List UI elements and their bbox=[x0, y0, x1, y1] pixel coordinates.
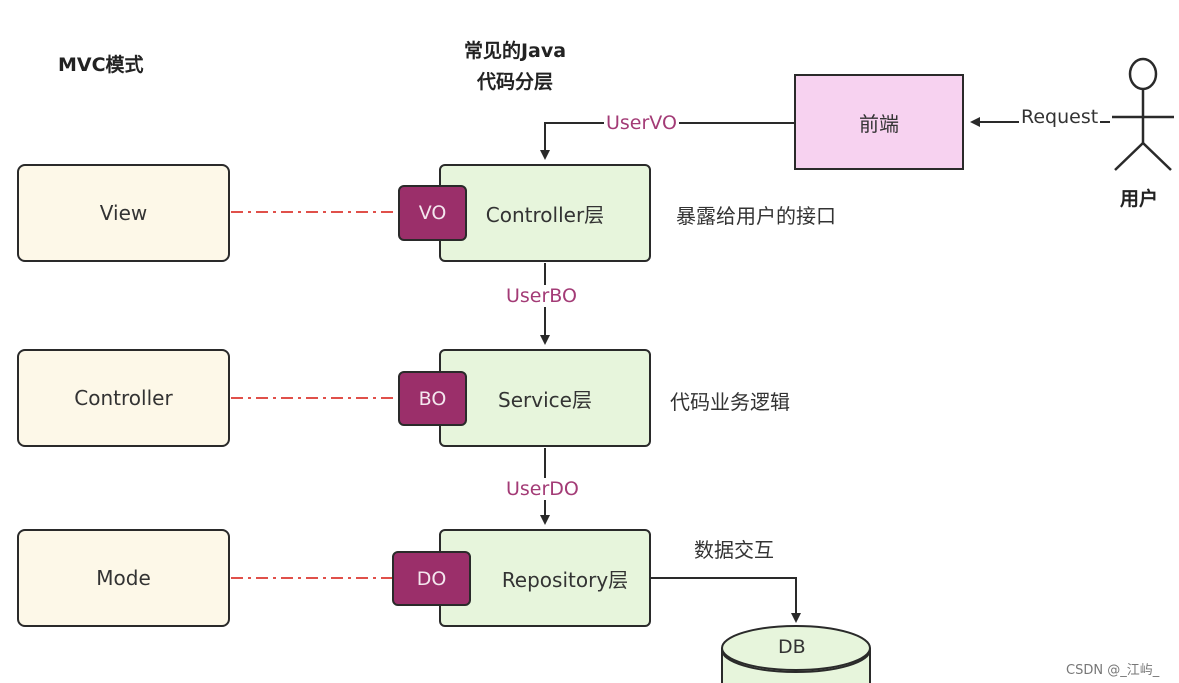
bo-badge: BO bbox=[398, 371, 467, 426]
controller-layer-label: Controller层 bbox=[485, 202, 605, 227]
service-layer-box: Service层 bbox=[439, 349, 651, 447]
watermark: CSDN @_江屿_ bbox=[1066, 663, 1160, 678]
service-layer-desc: 代码业务逻辑 bbox=[670, 390, 790, 414]
controller-layer-desc: 暴露给用户的接口 bbox=[676, 204, 836, 228]
controller-layer-box: Controller层 bbox=[439, 164, 651, 262]
java-layers-heading-line1: 常见的Java bbox=[463, 40, 567, 62]
arrow-frontend-to-controller bbox=[540, 122, 794, 160]
mvc-view-box: View bbox=[17, 164, 230, 262]
request-label: Request bbox=[1019, 106, 1101, 128]
flow-label-uservo: UserVO bbox=[604, 112, 679, 134]
repository-layer-label: Repository层 bbox=[501, 567, 629, 592]
arrow-repository-to-db bbox=[651, 577, 801, 623]
repository-layer-desc: 数据交互 bbox=[694, 538, 774, 562]
frontend-box: 前端 bbox=[794, 74, 964, 170]
flow-label-userdo: UserDO bbox=[504, 478, 581, 500]
repository-layer-box: Repository层 bbox=[439, 529, 651, 627]
mvc-mode-box: Mode bbox=[17, 529, 230, 627]
java-layers-heading-line2: 代码分层 bbox=[476, 71, 553, 93]
mvc-heading: MVC模式 bbox=[58, 54, 144, 76]
user-icon bbox=[1112, 57, 1174, 171]
mvc-controller-box: Controller bbox=[17, 349, 230, 447]
db-label: DB bbox=[778, 636, 806, 658]
java-layers-heading: 常见的Java 代码分层 bbox=[450, 36, 580, 94]
flow-label-userbo: UserBO bbox=[504, 285, 579, 307]
do-badge: DO bbox=[392, 551, 471, 606]
vo-badge: VO bbox=[398, 185, 467, 241]
service-layer-label: Service层 bbox=[498, 387, 592, 412]
db-cylinder bbox=[721, 625, 871, 683]
user-label: 用户 bbox=[1120, 188, 1159, 210]
